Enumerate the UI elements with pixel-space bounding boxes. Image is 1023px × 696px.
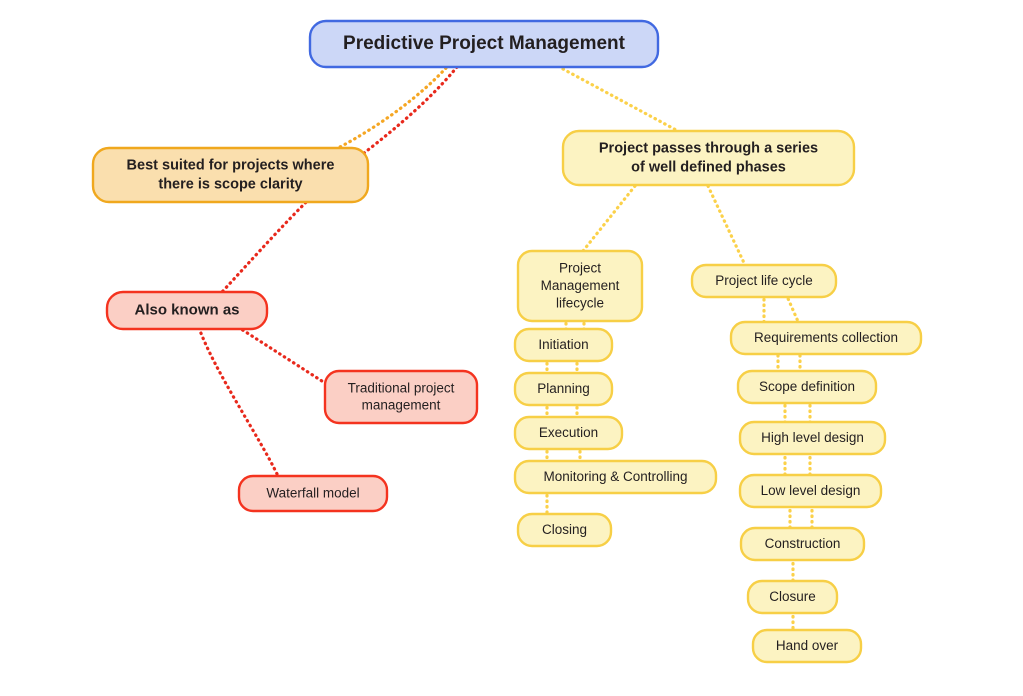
node-shape-also-known-as xyxy=(105,290,269,331)
node-label-root: Predictive Project Management xyxy=(343,33,626,54)
node-label-execution: Execution xyxy=(539,425,598,440)
node-hand-over[interactable]: Hand over xyxy=(751,628,863,664)
node-high-level-design[interactable]: High level design xyxy=(738,420,887,456)
node-shape-execution xyxy=(513,415,624,451)
node-shape-planning xyxy=(513,371,614,407)
node-label-also-known-as: Also known as xyxy=(134,301,239,318)
node-closing[interactable]: Closing xyxy=(516,512,613,548)
node-label-requirements-collection: Requirements collection xyxy=(754,330,898,345)
node-label-low-level-design: Low level design xyxy=(761,483,861,498)
node-shape-scope-clarity xyxy=(91,146,370,204)
node-label-waterfall-model: Waterfall model xyxy=(266,485,359,500)
node-shape-low-level-design xyxy=(738,473,883,509)
node-shape-well-defined-phases xyxy=(561,129,856,187)
node-closure[interactable]: Closure xyxy=(746,579,839,615)
node-scope-definition[interactable]: Scope definition xyxy=(736,369,878,405)
node-label-scope-definition: Scope definition xyxy=(759,379,855,394)
node-shape-initiation xyxy=(513,327,614,363)
node-shape-scope-definition xyxy=(736,369,878,405)
node-planning[interactable]: Planning xyxy=(513,371,614,407)
node-label-high-level-design: High level design xyxy=(761,430,864,445)
node-construction[interactable]: Construction xyxy=(739,526,866,562)
node-monitoring-controlling[interactable]: Monitoring & Controlling xyxy=(513,459,718,495)
connector-root-to-scope-clarity xyxy=(336,66,448,150)
node-label-planning: Planning xyxy=(537,381,590,396)
node-shape-construction xyxy=(739,526,866,562)
node-shape-high-level-design xyxy=(738,420,887,456)
connector-plc-to-requirements-b xyxy=(784,292,802,328)
node-label-closure: Closure xyxy=(769,589,816,604)
node-label-construction: Construction xyxy=(765,536,841,551)
node-shape-pm-lifecycle xyxy=(516,249,644,323)
node-label-hand-over: Hand over xyxy=(776,638,839,653)
connector-also-known-as-to-traditional xyxy=(236,325,327,385)
node-execution[interactable]: Execution xyxy=(513,415,624,451)
node-requirements-collection[interactable]: Requirements collection xyxy=(729,320,923,356)
node-label-project-life-cycle: Project life cycle xyxy=(715,273,813,288)
node-shape-closing xyxy=(516,512,613,548)
connector-phases-to-pm-lifecycle xyxy=(581,184,637,253)
node-also-known-as[interactable]: Also known as xyxy=(105,290,269,331)
node-low-level-design[interactable]: Low level design xyxy=(738,473,883,509)
connector-root-to-phases xyxy=(561,67,680,133)
node-shape-closure xyxy=(746,579,839,615)
node-shape-traditional-pm xyxy=(323,369,479,425)
node-label-monitoring-controlling: Monitoring & Controlling xyxy=(543,469,687,484)
node-root[interactable]: Predictive Project Management xyxy=(308,19,660,69)
node-shape-monitoring-controlling xyxy=(513,459,718,495)
node-label-closing: Closing xyxy=(542,522,587,537)
node-initiation[interactable]: Initiation xyxy=(513,327,614,363)
node-shape-project-life-cycle xyxy=(690,263,838,299)
connector-phases-to-project-life-cycle xyxy=(706,184,747,267)
node-shape-waterfall-model xyxy=(237,474,389,513)
node-shape-root xyxy=(308,19,660,69)
node-shape-hand-over xyxy=(751,628,863,664)
node-waterfall-model[interactable]: Waterfall model xyxy=(237,474,389,513)
node-project-life-cycle[interactable]: Project life cycle xyxy=(690,263,838,299)
node-shape-requirements-collection xyxy=(729,320,923,356)
node-label-initiation: Initiation xyxy=(538,337,588,352)
connector-also-known-as-to-waterfall xyxy=(197,326,280,478)
